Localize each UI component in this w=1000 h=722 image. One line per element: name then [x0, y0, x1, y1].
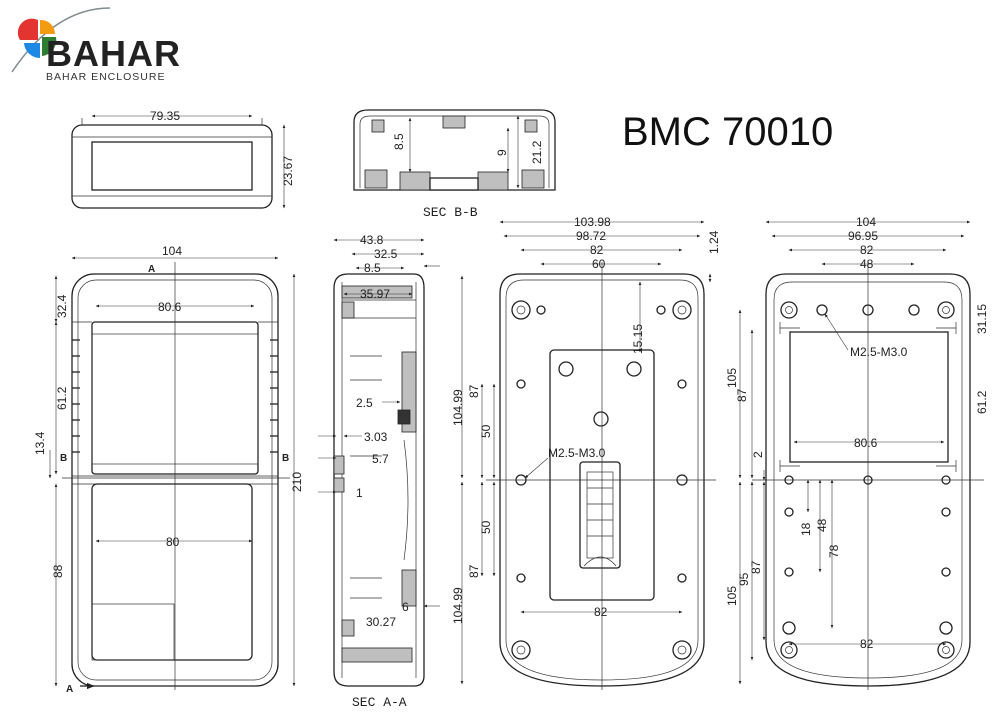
- dim-secbb-mid: 9: [495, 149, 509, 156]
- marker-b-left: B: [60, 453, 67, 464]
- dim-top-height: 23.67: [281, 156, 295, 186]
- dim-int-w2: 96.95: [848, 229, 878, 243]
- dim-back-w2: 98.72: [576, 229, 606, 243]
- dim-int-w1: 104: [856, 215, 876, 229]
- dim-side-f: 5.7: [372, 452, 389, 466]
- dim-side-d: 2.5: [356, 396, 373, 410]
- bahar-logo: BAHAR BAHAR ENCLOSURE: [11, 7, 181, 83]
- logo-brand: BAHAR: [46, 33, 181, 74]
- dim-back-w3: 82: [590, 243, 604, 257]
- dim-back-bottom: 82: [594, 605, 608, 619]
- logo-tagline: BAHAR ENCLOSURE: [46, 71, 165, 83]
- section-aa-view: 43.8 32.5 8.5 35.97 2.5 3.03 5.7 1 6 30.…: [318, 233, 440, 710]
- dim-side-c: 35.97: [360, 287, 390, 301]
- dim-secbb-right: 21.2: [530, 140, 544, 164]
- dim-back-w4: 60: [592, 257, 606, 271]
- dim-side-e: 3.03: [364, 430, 388, 444]
- dim-side-b: 8.5: [364, 261, 381, 275]
- dim-secbb-left: 8.5: [392, 133, 406, 150]
- model-title: BMC 70010: [622, 110, 833, 154]
- dim-int-w4: 48: [860, 257, 874, 271]
- dim-int-2: 2: [751, 451, 765, 458]
- dim-front-b: 13.4: [33, 431, 47, 455]
- interior-view: 104 96.95 82 48 31.15 M2.5-M3.0 80.6 61.…: [725, 215, 989, 690]
- dim-int-window: 80.6: [854, 436, 878, 450]
- top-view: 79.35 23.67: [71, 109, 295, 209]
- marker-a-top: A: [148, 264, 155, 275]
- dim-back-50a: 50: [479, 424, 493, 438]
- dim-back-hole: 15.15: [631, 324, 645, 354]
- dim-top-width: 79.35: [150, 109, 180, 123]
- section-aa-label: SEC A-A: [352, 695, 407, 710]
- dim-back-edge: 1.24: [707, 230, 721, 254]
- dim-int-105b: 105: [725, 586, 739, 606]
- dim-side-i: 30.27: [366, 615, 396, 629]
- dim-int-w3: 82: [860, 243, 874, 257]
- back-screw-callout: M2.5-M3.0: [548, 446, 606, 460]
- dim-side-h: 6: [402, 600, 409, 614]
- dim-front-width: 104: [162, 244, 182, 258]
- interior-bosses: [780, 301, 955, 659]
- dim-int-87a: 87: [735, 388, 749, 402]
- dim-back-87a: 87: [467, 384, 481, 398]
- dim-front-window: 80.6: [158, 300, 182, 314]
- dim-back-87b: 87: [467, 564, 481, 578]
- dim-front-top: 32.4: [55, 294, 69, 318]
- front-ribs-left: [72, 339, 80, 453]
- dim-int-105a: 105: [725, 368, 739, 388]
- dim-front-lower: 88: [51, 564, 65, 578]
- dim-int-87b: 87: [749, 560, 763, 574]
- front-ribs-right: [270, 339, 278, 453]
- dim-side-a: 32.5: [374, 247, 398, 261]
- int-screw-callout: M2.5-M3.0: [850, 345, 908, 359]
- dim-int-win-h: 61.2: [975, 390, 989, 414]
- dim-side-total: 43.8: [360, 233, 384, 247]
- dim-int-18: 18: [799, 522, 813, 536]
- dim-front-label: 80: [166, 535, 180, 549]
- dim-back-w1: 103.98: [574, 215, 611, 229]
- dim-side-g: 1: [356, 486, 363, 500]
- dim-front-win-h: 61.2: [55, 386, 69, 410]
- marker-b-right: B: [282, 453, 289, 464]
- dim-back-h-top: 104.99: [451, 389, 465, 426]
- dim-int-48: 48: [815, 518, 829, 532]
- dim-int-bottom: 82: [860, 637, 874, 651]
- dim-back-h-bot: 104.99: [451, 587, 465, 624]
- section-bb-view: 8.5 9 21.2 SEC B-B: [353, 109, 556, 220]
- front-view: 104 80.6 80 32.4 61.2 13.4 88 210 A A B …: [33, 244, 304, 695]
- section-bb-label: SEC B-B: [423, 205, 478, 220]
- dim-back-50b: 50: [479, 520, 493, 534]
- dim-int-78: 78: [827, 544, 841, 558]
- dim-int-95: 95: [737, 572, 751, 586]
- back-view: 103.98 98.72 82 60 1.24 15.15 104.99 104…: [451, 215, 721, 690]
- marker-a-bottom: A: [66, 684, 73, 695]
- dim-front-height: 210: [290, 472, 304, 492]
- dim-int-edge: 31.15: [975, 304, 989, 334]
